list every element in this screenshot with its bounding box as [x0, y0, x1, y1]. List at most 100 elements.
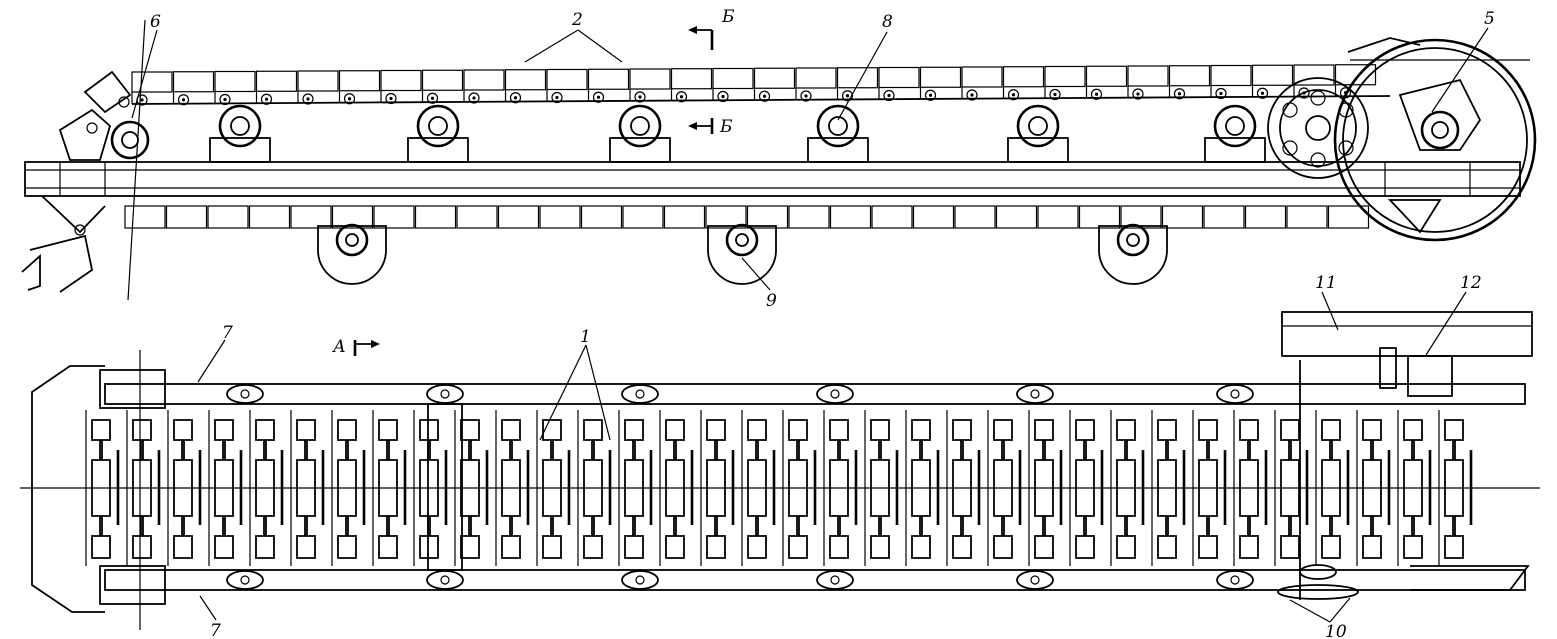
- upper-plate: [546, 68, 588, 91]
- leader-5: 5: [1431, 9, 1495, 113]
- chain-pin: [385, 92, 397, 105]
- label-frame-side-bottom: 7: [210, 621, 221, 639]
- return-roller-hub: [735, 233, 749, 247]
- chain-link: [85, 410, 120, 566]
- upper-plate: [836, 67, 879, 89]
- bearing-block: [426, 384, 464, 404]
- upper-roller: [816, 104, 860, 148]
- bearing-bolt: [440, 389, 450, 399]
- return-roller: [1116, 223, 1150, 257]
- lower-plate: [1327, 205, 1370, 229]
- chain-pin-center: [638, 95, 642, 99]
- upper-plate: [1168, 65, 1211, 87]
- chain-link: [577, 410, 612, 566]
- lower-plate-row: [124, 205, 1370, 229]
- roller-bracket: [807, 137, 869, 163]
- label-tension-sprocket: 6: [150, 12, 161, 32]
- lower-plate: [746, 205, 789, 229]
- chain-pin-center: [887, 93, 891, 98]
- chain-link: [1069, 410, 1104, 566]
- leader-7-bottom: 7: [199, 595, 221, 639]
- lower-plate: [912, 205, 955, 229]
- chain-link: [167, 410, 202, 566]
- lower-plate: [165, 205, 208, 229]
- return-roller: [725, 223, 759, 257]
- lower-plate: [456, 205, 498, 229]
- chain-link-row: [85, 410, 1473, 566]
- chain-pin: [1090, 88, 1103, 100]
- plan-view: А 1 7 7 11 12 10: [20, 273, 1540, 639]
- lower-plate: [1078, 205, 1121, 229]
- lower-plate: [497, 205, 540, 229]
- chain-pin: [1049, 88, 1061, 101]
- leader-6: 6: [131, 12, 161, 119]
- chain-pin-center: [1219, 91, 1223, 96]
- chain-pin-center: [430, 96, 435, 100]
- label-motor: 10: [1325, 622, 1347, 639]
- tension-end: [21, 19, 150, 301]
- chain-pin: [924, 89, 937, 101]
- roller-hub: [230, 116, 250, 136]
- chain-pin: [1298, 87, 1310, 99]
- chain-pin: [1173, 88, 1186, 100]
- chain-link: [1151, 410, 1186, 566]
- roller-bracket: [609, 137, 671, 163]
- upper-plate: [753, 67, 796, 89]
- lower-plate: [207, 205, 249, 229]
- chain-pin: [1007, 89, 1020, 101]
- lower-plate: [663, 205, 706, 229]
- chain-link: [782, 410, 817, 566]
- bearing-bolt: [1030, 575, 1040, 585]
- plan-tension-shaft: [99, 350, 463, 630]
- chain-link: [290, 410, 325, 566]
- upper-plate: [172, 71, 215, 93]
- lower-plate: [871, 205, 913, 229]
- chain-pin-center: [596, 95, 601, 99]
- roller-hub: [428, 116, 448, 136]
- leader-9: 9: [741, 257, 777, 311]
- bearing-bolt: [1230, 575, 1240, 585]
- upper-plate: [255, 70, 298, 92]
- upper-plate: [961, 66, 1003, 88]
- lower-plate: [622, 205, 664, 229]
- roller-hub: [630, 116, 650, 136]
- upper-roller: [1016, 104, 1060, 148]
- return-roller-housing: [707, 225, 777, 285]
- return-roller-housing: [1098, 225, 1168, 285]
- lower-plate: [248, 205, 291, 229]
- lower-plate: [995, 205, 1038, 229]
- chain-link: [495, 410, 530, 566]
- leader-10: 10: [1289, 597, 1351, 639]
- chain-link: [208, 410, 243, 566]
- roller-hub: [828, 116, 848, 136]
- lower-plate: [705, 205, 747, 229]
- roller-hub: [1225, 116, 1245, 136]
- upper-plate: [1002, 66, 1045, 88]
- chain-link: [1110, 410, 1145, 566]
- chain-pin: [551, 91, 563, 104]
- chain-link: [1192, 410, 1227, 566]
- bearing-bolt: [240, 389, 250, 399]
- lower-plate: [1120, 205, 1162, 229]
- chain-link: [454, 410, 489, 566]
- chain-pin-center: [1177, 92, 1182, 96]
- section-b-top-label: Б: [721, 7, 735, 27]
- upper-plate: [1127, 65, 1169, 87]
- chain-link: [1315, 410, 1350, 566]
- chain-link: [249, 410, 284, 566]
- side-view: Б Б 2 6 8 5 9: [21, 7, 1537, 311]
- chain-pin-center: [181, 98, 186, 102]
- return-roller-housing: [317, 225, 387, 285]
- lower-plate: [1037, 205, 1079, 229]
- chain-pin-center: [347, 97, 352, 101]
- lower-plate: [373, 205, 415, 229]
- upper-plate: [1210, 64, 1252, 87]
- bearing-bolt: [635, 575, 645, 585]
- upper-plate: [1334, 64, 1377, 86]
- upper-plate-row: [131, 64, 1391, 105]
- leader-1: 1: [539, 327, 611, 441]
- lower-plate: [788, 205, 830, 229]
- leader-2: 2: [524, 10, 623, 63]
- chain-link: [987, 410, 1022, 566]
- chain-pin-center: [389, 96, 393, 101]
